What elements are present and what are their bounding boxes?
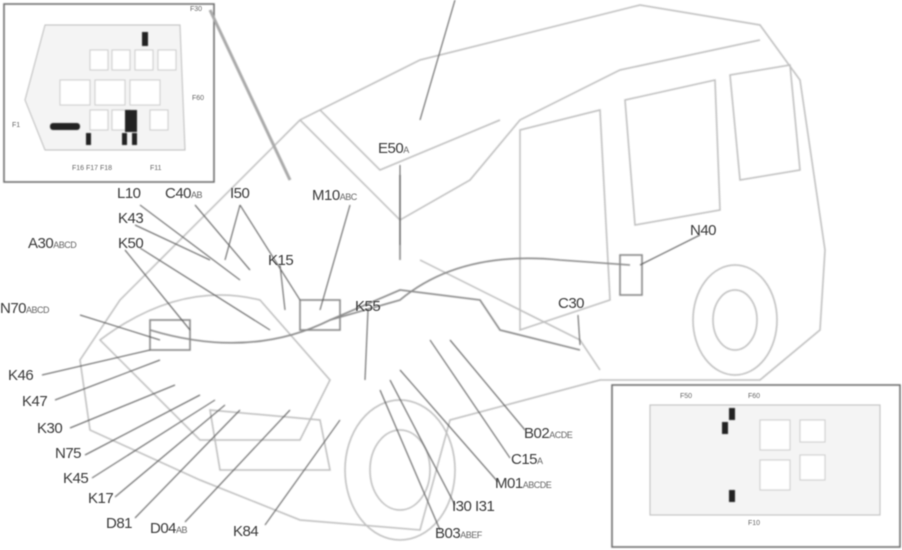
fuse-box-inset-bottom-right bbox=[611, 384, 901, 548]
label-K46: K46 bbox=[8, 367, 34, 384]
label-L10: L10 bbox=[117, 185, 141, 202]
label-N40: N40 bbox=[690, 222, 717, 239]
inset-label: F10 bbox=[748, 520, 761, 527]
label-B03: B03ABEF bbox=[435, 525, 482, 542]
inset-label: F60 bbox=[748, 393, 761, 400]
fuse-box-inset-top-left bbox=[3, 3, 292, 183]
label-C40: C40AB bbox=[165, 185, 203, 202]
inset-label: F30 bbox=[190, 6, 203, 13]
label-N75: N75 bbox=[55, 445, 82, 462]
inset-label: F1 bbox=[12, 122, 21, 129]
inset-label: F60 bbox=[192, 95, 205, 102]
label-K45: K45 bbox=[63, 470, 89, 487]
label-K50: K50 bbox=[118, 235, 144, 252]
label-K84: K84 bbox=[233, 523, 259, 540]
label-K47: K47 bbox=[22, 393, 48, 410]
label-D81: D81 bbox=[106, 515, 133, 532]
label-K17: K17 bbox=[88, 490, 114, 507]
label-K15: K15 bbox=[268, 252, 294, 269]
label-I30-I31: I30 I31 bbox=[452, 498, 495, 515]
label-I50: I50 bbox=[230, 185, 250, 202]
inset-label: F16 F17 F18 bbox=[72, 165, 113, 172]
inset-label: F50 bbox=[680, 393, 693, 400]
label-A30: A30ABCD bbox=[28, 235, 77, 252]
label-M10: M10ABC bbox=[312, 187, 357, 204]
label-D04: D04AB bbox=[150, 520, 188, 537]
label-N70: N70ABCD bbox=[0, 300, 50, 317]
label-B02: B02ACDE bbox=[524, 425, 573, 442]
label-M01: M01ABCDE bbox=[495, 475, 552, 492]
label-E50: E50A bbox=[378, 140, 409, 157]
label-K55: K55 bbox=[355, 298, 381, 315]
inset-label: F11 bbox=[150, 165, 162, 172]
label-K43: K43 bbox=[118, 210, 144, 227]
label-K30: K30 bbox=[37, 420, 63, 437]
label-C15: C15A bbox=[511, 451, 543, 468]
label-C30: C30 bbox=[558, 295, 585, 312]
